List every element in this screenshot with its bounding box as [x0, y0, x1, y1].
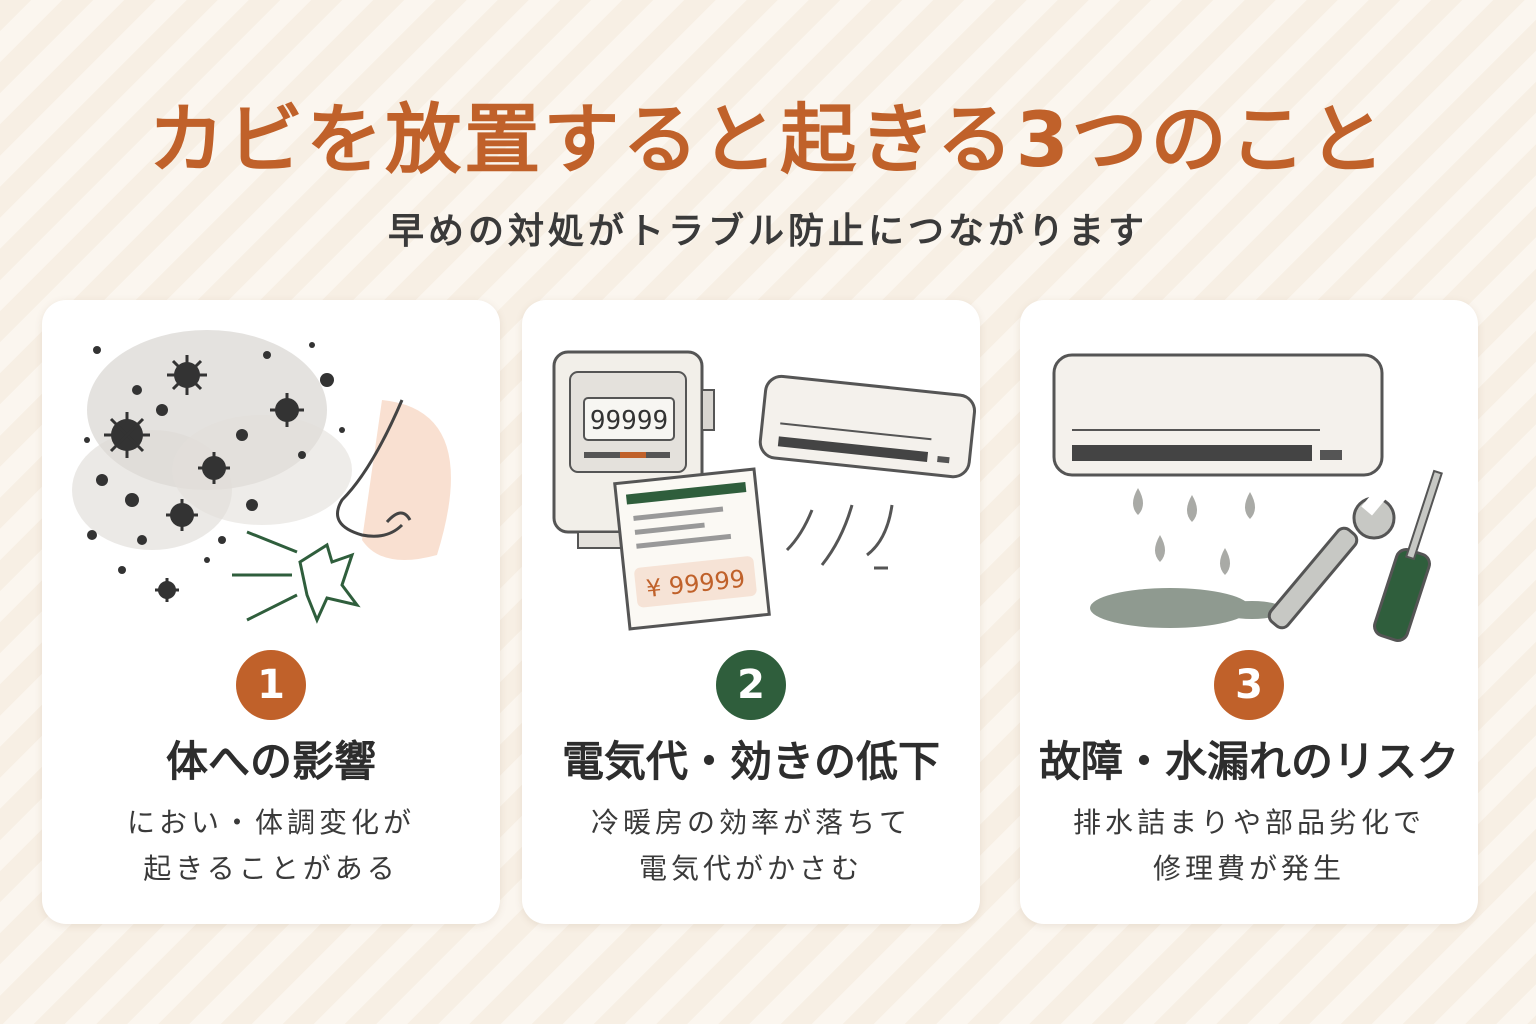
- card-desc-line: 電気代がかさむ: [638, 852, 863, 885]
- card-number-badge: 1: [236, 650, 306, 720]
- mold-spores-icon: [72, 330, 451, 624]
- card-description: 冷暖房の効率が落ちて 電気代がかさむ: [522, 800, 980, 892]
- card-desc-line: におい・体調変化が: [126, 806, 415, 839]
- card-desc-line: 起きることがある: [143, 852, 399, 885]
- card-desc-line: 冷暖房の効率が落ちて: [590, 806, 911, 839]
- card-desc-line: 修理費が発生: [1152, 852, 1345, 885]
- electricity-illustration: 99999 ¥ 99999: [552, 350, 977, 631]
- nose-icon: [336, 399, 451, 560]
- card-number-badge: 3: [1214, 650, 1284, 720]
- card-electricity: 99999 ¥ 99999: [522, 300, 980, 924]
- wrench-icon: [1267, 486, 1396, 630]
- screwdriver-icon: [1373, 469, 1443, 642]
- bill-icon: ¥ 99999: [613, 467, 771, 631]
- air-conditioner-icon: [1052, 353, 1384, 477]
- page-title: カビを放置すると起きる3つのこと: [148, 95, 1388, 184]
- air-conditioner-icon: [758, 374, 977, 479]
- card-description: におい・体調変化が 起きることがある: [42, 800, 500, 892]
- meter-reading: 99999: [590, 406, 668, 436]
- card-title: 体への影響: [165, 737, 376, 786]
- card-number-badge: 2: [716, 650, 786, 720]
- card-title: 故障・水漏れのリスク: [1038, 737, 1459, 786]
- page-subtitle: 早めの対処がトラブル防止につながります: [387, 211, 1148, 252]
- breakdown-illustration: [1052, 353, 1443, 642]
- card-health: 1 体への影響 におい・体調変化が 起きることがある: [42, 300, 500, 924]
- water-drop-icon: [1090, 488, 1284, 628]
- card-breakdown: 3 故障・水漏れのリスク 排水詰まりや部品劣化で 修理費が発生: [1020, 300, 1478, 924]
- card-desc-line: 排水詰まりや部品劣化で: [1072, 806, 1425, 839]
- card-title: 電気代・効きの低下: [561, 737, 940, 786]
- card-description: 排水詰まりや部品劣化で 修理費が発生: [1020, 800, 1478, 892]
